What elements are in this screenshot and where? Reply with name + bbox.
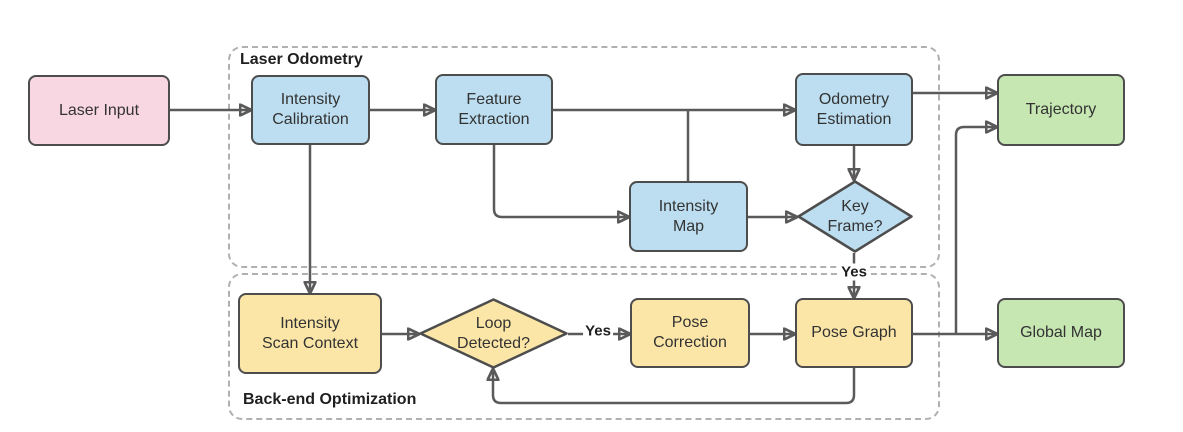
node-feature-extraction: Feature Extraction xyxy=(435,74,553,145)
key-frame-diamond-shape xyxy=(797,180,913,253)
laser-odometry-container-label: Laser Odometry xyxy=(236,50,367,70)
node-trajectory: Trajectory xyxy=(997,74,1125,146)
node-pose-correction-label: Pose Correction xyxy=(653,314,727,351)
edge-label-loop-detected-yes: Yes xyxy=(583,322,613,340)
node-odometry-estimation-label: Odometry Estimation xyxy=(816,90,892,128)
node-pose-correction: Pose Correction xyxy=(630,298,750,368)
node-trajectory-label: Trajectory xyxy=(1025,101,1097,118)
node-global-map: Global Map xyxy=(997,298,1125,368)
node-loop-detected-label: Loop Detected? xyxy=(457,314,530,352)
backend-optimization-container xyxy=(228,273,940,420)
loop-detected-diamond-shape xyxy=(419,298,568,369)
edge-pose-graph-to-trajectory xyxy=(954,127,997,334)
node-laser-input-label: Laser Input xyxy=(58,101,140,119)
node-intensity-calibration-label: Intensity Calibration xyxy=(272,91,349,128)
node-key-frame: Key Frame? xyxy=(797,180,913,253)
node-intensity-calibration: Intensity Calibration xyxy=(251,75,370,145)
edge-pose-graph-feedback-to-loop-detected xyxy=(493,368,856,405)
node-pose-graph-label: Pose Graph xyxy=(811,324,897,341)
node-intensity-scan-context: Intensity Scan Context xyxy=(238,293,382,374)
node-laser-input: Laser Input xyxy=(28,75,170,146)
node-feature-extraction-label: Feature Extraction xyxy=(458,90,530,128)
edge-label-key-frame-yes: Yes xyxy=(839,263,869,281)
edge-feature-extraction-to-intensity-map xyxy=(492,145,629,217)
laser-odometry-container xyxy=(228,46,940,268)
node-intensity-map-label: Intensity Map xyxy=(658,197,719,235)
node-pose-graph: Pose Graph xyxy=(795,298,913,368)
backend-optimization-container-label: Back-end Optimization xyxy=(239,390,421,410)
node-odometry-estimation: Odometry Estimation xyxy=(795,73,913,146)
node-intensity-map: Intensity Map xyxy=(629,181,748,252)
node-global-map-label: Global Map xyxy=(1020,324,1102,341)
node-key-frame-label: Key Frame? xyxy=(827,197,883,235)
node-intensity-scan-context-label: Intensity Scan Context xyxy=(261,314,359,352)
node-loop-detected: Loop Detected? xyxy=(419,298,568,369)
